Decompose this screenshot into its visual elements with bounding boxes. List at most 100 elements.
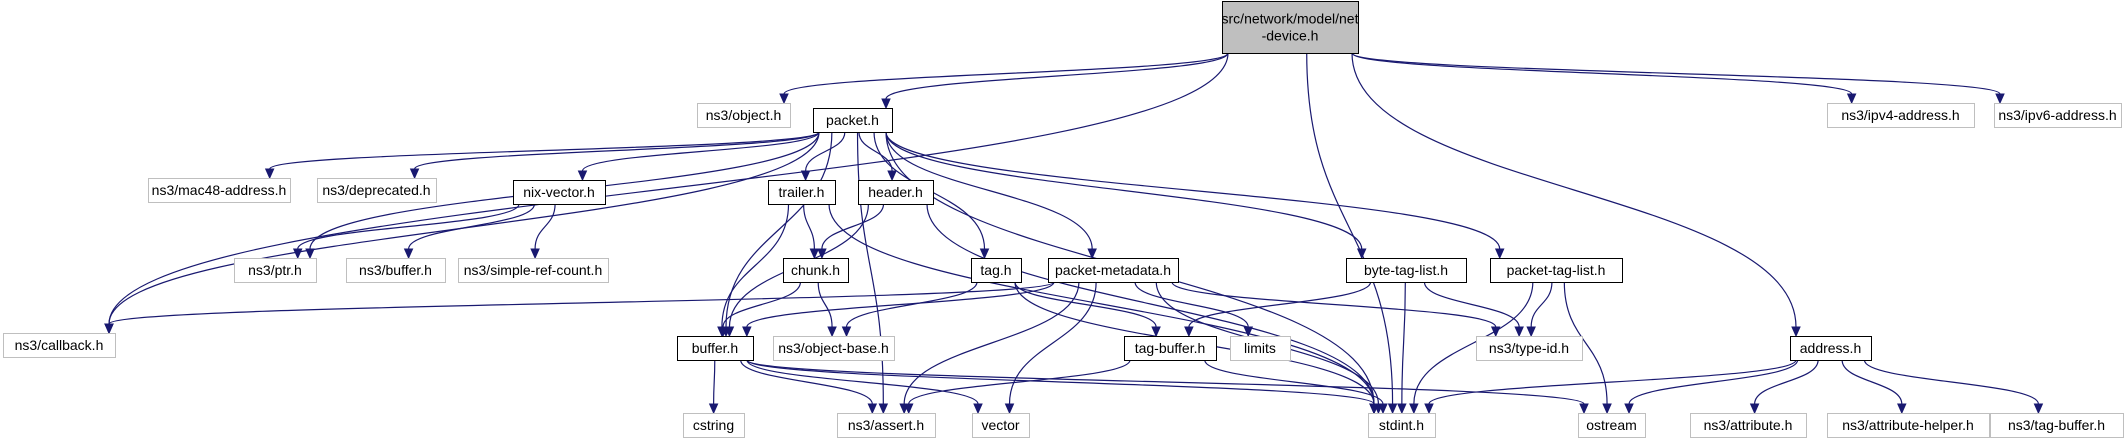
node-header[interactable]: header.h xyxy=(858,180,934,205)
edge-packetmetadata-to-limits xyxy=(1134,281,1254,338)
arrow-head xyxy=(577,170,588,182)
edge-line xyxy=(1134,281,1249,328)
edge-buffer-to-stdint xyxy=(746,359,1379,415)
node-label: ns3/type-id.h xyxy=(1489,340,1569,356)
arrow-head xyxy=(1995,93,2005,105)
node-box xyxy=(813,108,893,133)
node-label: ns3/attribute.h xyxy=(1704,417,1793,433)
node-label: packet-metadata.h xyxy=(1055,262,1171,278)
arrow-head xyxy=(1397,403,1407,415)
edge-packet-to-packettaglist xyxy=(885,131,1505,260)
edge-line xyxy=(1008,281,1097,405)
node-tagbuffer[interactable]: tag-buffer.h xyxy=(1124,336,1217,361)
arrow-head xyxy=(1409,403,1419,415)
arrow-head xyxy=(1151,326,1161,338)
edge-address-to-attrhelper xyxy=(1841,359,1907,415)
arrow-head xyxy=(1378,403,1388,415)
edges-layer xyxy=(104,52,2044,415)
arrow-head xyxy=(878,403,889,415)
edge-bytetaglist-to-stdint xyxy=(1397,281,1407,415)
node-chunk[interactable]: chunk.h xyxy=(783,258,849,283)
node-ptr: ns3/ptr.h xyxy=(234,258,317,283)
edge-line xyxy=(581,131,820,172)
node-box xyxy=(1476,336,1583,361)
arrow-head xyxy=(1602,403,1612,415)
edge-line xyxy=(297,203,520,250)
node-label: ns3/simple-ref-count.h xyxy=(464,262,603,278)
edge-root-to-packet xyxy=(881,52,1229,110)
edge-line xyxy=(1204,359,1384,405)
node-packetmetadata[interactable]: packet-metadata.h xyxy=(1048,258,1179,283)
node-box xyxy=(1990,413,2124,438)
edge-buffer-to-ostream xyxy=(746,359,1589,415)
arrow-head xyxy=(1494,248,1505,260)
node-trailer[interactable]: trailer.h xyxy=(768,180,836,205)
node-buffer[interactable]: buffer.h xyxy=(677,336,754,361)
edge-line xyxy=(1171,281,1497,328)
node-objectbase: ns3/object-base.h xyxy=(773,336,895,361)
edge-line xyxy=(908,359,1131,405)
node-box xyxy=(1994,103,2122,128)
edge-line xyxy=(1014,281,1157,328)
node-bytetaglist[interactable]: byte-tag-list.h xyxy=(1346,258,1467,283)
edge-bytetaglist-to-tagbuffer xyxy=(1184,281,1372,338)
edge-line xyxy=(1428,359,1797,405)
node-nsbuffer: ns3/buffer.h xyxy=(346,258,446,283)
arrow-head xyxy=(1897,403,1907,415)
node-assert: ns3/assert.h xyxy=(837,413,936,438)
node-box xyxy=(3,333,116,358)
arrow-head xyxy=(1846,93,1857,105)
arrow-head xyxy=(264,168,275,180)
edge-header-to-chunk xyxy=(817,203,885,260)
arrow-head xyxy=(827,326,837,338)
node-label: ns3/attribute-helper.h xyxy=(1842,417,1974,433)
edge-line xyxy=(1351,52,1797,328)
arrow-head xyxy=(1424,403,1434,415)
node-label: ns3/object.h xyxy=(706,107,782,123)
node-box xyxy=(458,258,609,283)
node-label: packet-tag-list.h xyxy=(1507,262,1606,278)
node-label: nix-vector.h xyxy=(523,184,595,200)
node-nixvector[interactable]: nix-vector.h xyxy=(513,180,606,205)
node-box xyxy=(1827,413,1990,438)
edge-line xyxy=(1351,52,2001,95)
arrow-head xyxy=(1184,326,1194,338)
node-mac48: ns3/mac48-address.h xyxy=(148,178,291,203)
node-box xyxy=(1346,258,1467,283)
edge-line xyxy=(413,131,820,170)
node-packet[interactable]: packet.h xyxy=(813,108,893,133)
edge-nixvector-to-nsbuffer xyxy=(403,203,536,260)
edge-line xyxy=(804,131,846,172)
node-box xyxy=(683,413,745,438)
edge-root-to-object xyxy=(779,52,1229,105)
node-label: chunk.h xyxy=(791,262,840,278)
node-callback: ns3/callback.h xyxy=(3,333,116,358)
node-label: ns3/object-base.h xyxy=(778,340,889,356)
node-tag[interactable]: tag.h xyxy=(971,258,1022,283)
node-nstagbuffer: ns3/tag-buffer.h xyxy=(1990,413,2124,438)
node-box xyxy=(148,178,291,203)
node-box xyxy=(1230,336,1291,361)
node-ipv6: ns3/ipv6-address.h xyxy=(1994,103,2122,128)
arrow-head xyxy=(979,248,990,260)
arrow-head xyxy=(1369,403,1379,415)
edge-line xyxy=(926,203,1375,405)
node-label: tag-buffer.h xyxy=(1135,340,1206,356)
node-packettaglist[interactable]: packet-tag-list.h xyxy=(1490,258,1623,283)
edge-line xyxy=(1188,281,1372,328)
arrow-head xyxy=(1087,248,1097,260)
edge-root-to-stdint xyxy=(1306,52,1398,415)
edge-packettaglist-to-stdint xyxy=(1409,281,1534,415)
node-address[interactable]: address.h xyxy=(1790,336,1872,361)
edge-line xyxy=(885,131,1501,250)
edge-line xyxy=(108,281,1055,325)
node-label: address.h xyxy=(1800,340,1861,356)
arrow-head xyxy=(104,323,114,335)
node-box xyxy=(768,180,836,205)
node-label: packet.h xyxy=(826,112,879,128)
edge-line xyxy=(534,203,556,250)
arrow-head xyxy=(881,98,891,110)
edge-packet-to-bytetaglist xyxy=(885,131,1367,260)
node-root[interactable]: src/network/model/net-device.h xyxy=(1222,1,1359,54)
edge-bytetaglist-to-typeid xyxy=(1423,281,1524,338)
